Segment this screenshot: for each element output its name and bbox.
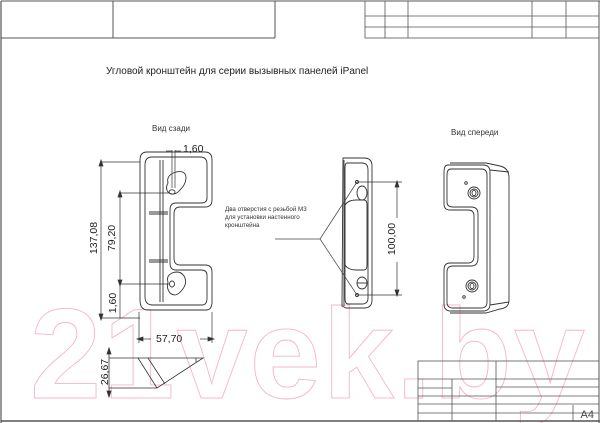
side-view-dimension (357, 179, 402, 298)
back-view-drawing (139, 151, 213, 311)
dimension-hole-spacing-side: 100,00 (386, 222, 399, 256)
dimension-hole-offset: 1,60 (107, 292, 120, 314)
sheet-format-label: A4 (580, 409, 594, 421)
top-right-stamp (364, 0, 600, 39)
dimension-hole-width: 1,60 (183, 143, 204, 155)
dimension-depth: 26,67 (99, 358, 112, 386)
back-view-label: Вид сзади (152, 124, 190, 133)
front-view-label: Вид спереди (451, 128, 499, 137)
drawing-title: Угловой кронштейн для серии вызывных пан… (106, 66, 369, 77)
dimension-overall-height: 137,08 (88, 221, 101, 255)
note-line-2: для установки настенного (225, 214, 300, 221)
watermark: 21vek.by (30, 283, 587, 423)
svg-text:21vek.by: 21vek.by (30, 283, 587, 423)
note-line-1: Два отверстия с резьбой М3 (225, 206, 307, 213)
front-view-drawing (443, 162, 510, 314)
side-profile-wedge (106, 346, 205, 399)
note-line-3: кронштейна (225, 222, 260, 229)
title-block (417, 360, 600, 422)
side-view-drawing (341, 157, 373, 309)
mounting-holes-note: Два отверстия с резьбой М3 для установки… (225, 206, 345, 230)
dimension-hole-spacing-back: 79,20 (106, 224, 119, 252)
note-leader-lines (275, 181, 358, 296)
dimension-width: 57,70 (156, 333, 183, 345)
back-view-dimensions (98, 150, 216, 343)
